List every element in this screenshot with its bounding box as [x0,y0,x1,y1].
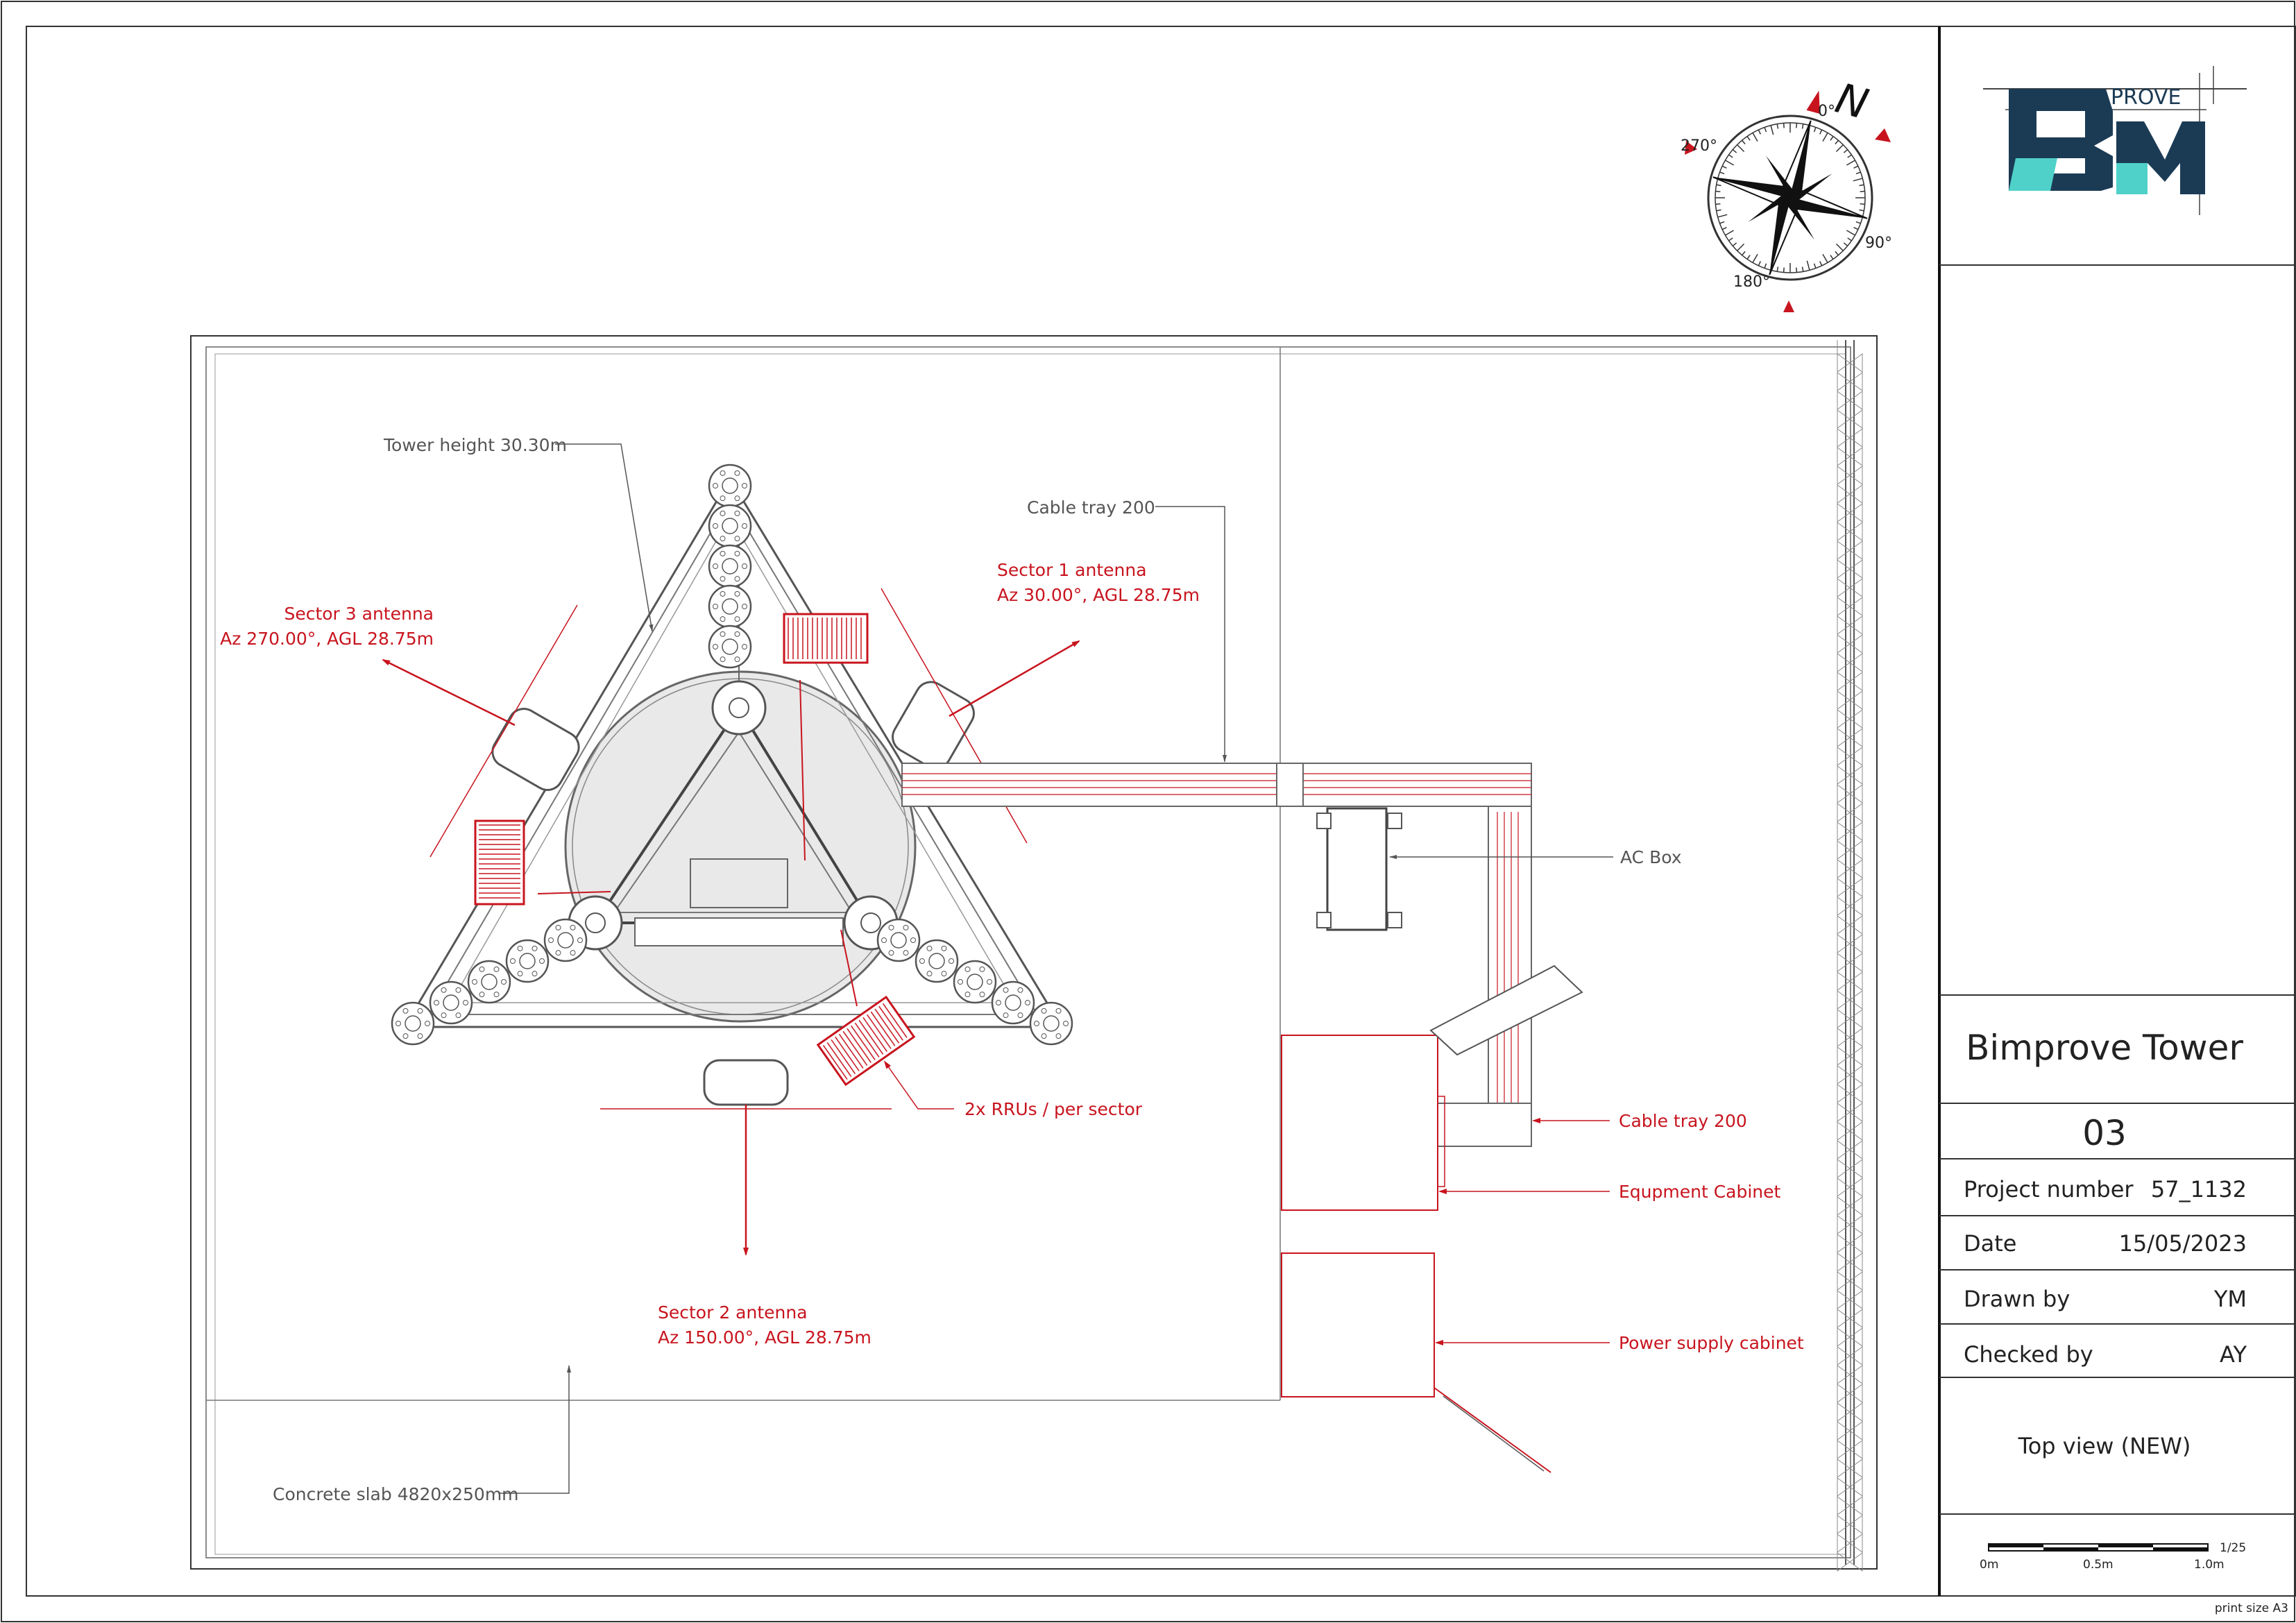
date-value: 15/05/2023 [2119,1230,2247,1257]
tower-height-label: Tower height 30.30m [383,435,567,455]
logo-prove-text: PROVE [2111,85,2182,110]
sector2-label-line2: Az 150.00°, AGL 28.75m [658,1327,871,1348]
compass-180: 180° [1733,273,1770,291]
project-title: Bimprove Tower [1966,1028,2243,1068]
concrete-slab-label: Concrete slab 4820x250mm [273,1484,519,1504]
compass-0: 0° [1818,103,1835,120]
compass-star-icon [1712,90,1868,275]
tower-plan [391,464,1073,1110]
checked-by-label: Checked by [1964,1341,2093,1368]
date-label: Date [1964,1230,2016,1257]
scale-ratio: 1/25 [2220,1541,2246,1555]
compass-270: 270° [1681,137,1717,155]
drawn-by-label: Drawn by [1964,1286,2070,1312]
compass-90: 90° [1865,235,1892,252]
power-supply-cabinet-shape [1281,1252,1551,1473]
rru-sector2 [816,995,916,1087]
rru-sector3 [474,819,525,906]
sector3-label-line1: Sector 3 antenna [284,604,434,624]
compass-north: N [1830,74,1873,129]
cable-tray-right-label: Cable tray 200 [1619,1111,1747,1131]
project-number-value: 57_1132 [2151,1176,2247,1203]
drawn-by-value: YM [2213,1286,2247,1312]
project-number-label: Project number [1964,1176,2134,1203]
leaders [382,443,1613,1494]
title-block: PROVE Bimprove Tower 03 Project number 5… [1939,66,2296,1572]
antenna-sector3 [491,708,580,791]
compass: N 0° 90° 180° 270° [1681,74,1892,312]
sector1-label-line1: Sector 1 antenna [997,560,1147,580]
equipment-cabinet-shape [1281,965,1583,1211]
rru-sector1 [783,613,869,664]
ac-box-label: AC Box [1620,847,1682,867]
scale-05m: 0.5m [2083,1558,2114,1572]
scale-bar [1988,1543,2209,1552]
print-size: print size A3 [2215,1601,2288,1615]
antenna-sector1 [892,681,975,770]
cable-tray-top-label: Cable tray 200 [1027,498,1155,518]
leg-bolts [391,464,1073,1046]
fence [1837,340,1863,1572]
viewport-frame [190,335,1878,1570]
sector2-label-line1: Sector 2 antenna [658,1302,808,1323]
rru-label: 2x RRUs / per sector [964,1099,1143,1119]
ac-box-shape [1316,807,1402,931]
antenna-sector2 [703,1059,789,1106]
sector3-label-line2: Az 270.00°, AGL 28.75m [220,629,434,649]
scale-1m: 1.0m [2194,1558,2225,1572]
sheet-number: 03 [2082,1113,2127,1153]
view-name: Top view (NEW) [2018,1433,2191,1459]
equipment-cabinet-label: Equpment Cabinet [1619,1182,1781,1202]
scale-0m: 0m [1980,1558,1998,1572]
power-supply-label: Power supply cabinet [1619,1333,1804,1353]
checked-by-value: AY [2220,1341,2247,1368]
bim-logo: PROVE [1983,66,2247,215]
cable-tray [901,763,1532,1147]
sector1-label-line2: Az 30.00°, AGL 28.75m [997,585,1200,605]
